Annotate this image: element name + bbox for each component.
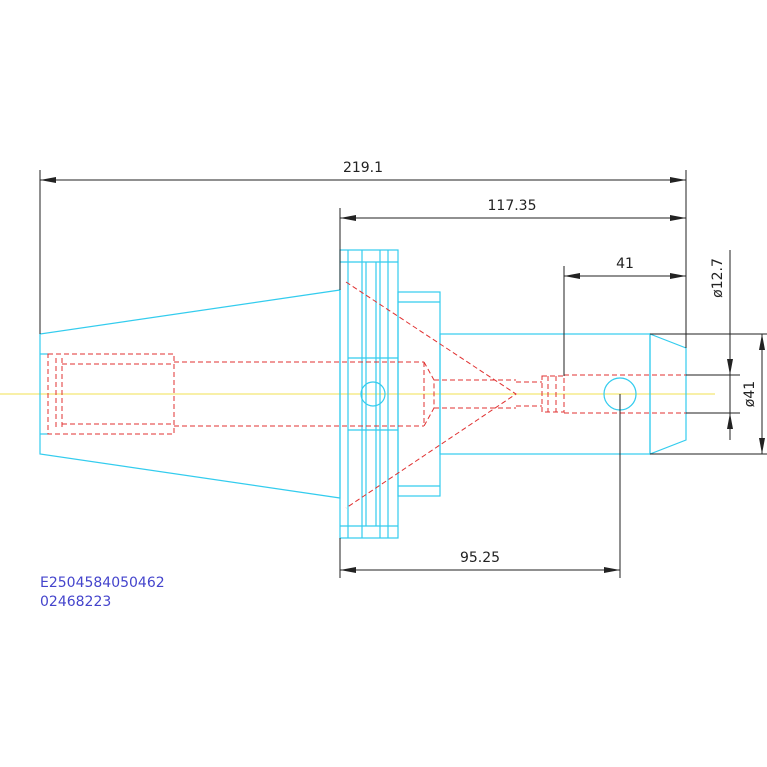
hidden-lines [47,281,686,509]
dim-overall-length: 219.1 [343,160,383,176]
holder-outline [39,249,687,539]
thread-bore [47,353,175,435]
dim-bore-depth: 41 [616,256,634,272]
cone [345,281,517,509]
flange-hole [360,381,386,407]
part-code-line1: E2504584050462 [40,575,165,591]
dim-bore-diameter: ø12.7 [710,258,726,298]
dim-setscrew-distance: 95.25 [460,550,500,566]
part-code-line2: 02468223 [40,594,111,610]
dim-body-diameter: ø41 [742,381,758,407]
nose [649,333,687,455]
dimensions: 219.1 117.35 41 ø12.7 ø41 95.25 [39,160,767,578]
dim-gauge-length: 117.35 [488,198,537,214]
